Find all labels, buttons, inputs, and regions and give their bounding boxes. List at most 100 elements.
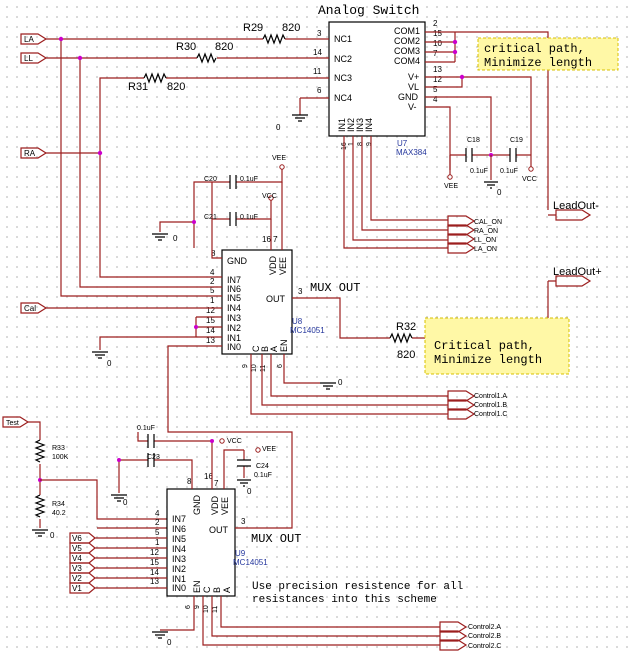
u7-pin-vl: VL: [408, 82, 419, 92]
u8-num-4: 4: [210, 268, 215, 277]
u7-body: [328, 21, 426, 137]
u7-pin-in3: IN3: [355, 118, 365, 132]
u7-num-1: 1: [348, 142, 355, 146]
wire-u8-in0-to-u9-out: [167, 345, 293, 529]
u7-pin-nc1: NC1: [334, 34, 352, 44]
resistor-r31: [143, 72, 167, 84]
input-port-test: Test: [2, 416, 30, 428]
wire-ra-r31: [46, 77, 329, 154]
ground-symbol-c21: [152, 233, 168, 241]
c20-label: C20: [204, 176, 217, 183]
control2-port-b: Control2.B: [439, 630, 501, 642]
vee-u8-label: VEE: [272, 155, 286, 162]
control2-port-c: Control2.C: [439, 639, 501, 651]
v5-label: V5: [72, 544, 82, 553]
u8-ref: U8: [292, 317, 303, 326]
svg-text:0: 0: [276, 123, 281, 132]
u9-pin-in3: IN3: [172, 554, 186, 564]
leadout-minus-port: [548, 209, 592, 221]
u7-num-7: 7: [433, 49, 438, 58]
v1-label: V1: [72, 584, 82, 593]
u9-num-6: 6: [185, 605, 192, 609]
u9-pin-in6: IN6: [172, 524, 186, 534]
svg-text:LA_ON: LA_ON: [474, 246, 497, 253]
u8-num-13: 13: [206, 336, 215, 345]
capacitor-c24: [237, 459, 251, 467]
c18-value: 0.1uF: [470, 168, 488, 175]
u9-num-4: 4: [155, 509, 160, 518]
u7-num-10: 10: [433, 39, 442, 48]
note-critical-path-2: [424, 317, 570, 375]
wire-test-divider: [28, 421, 41, 528]
leadout-minus-label: LeadOut-: [553, 200, 599, 212]
u7-num-14: 14: [313, 48, 322, 57]
r33-value: 100K: [52, 454, 69, 461]
wire-nc4-gnd: [299, 97, 329, 115]
u9-num-out: 3: [241, 517, 246, 526]
u8-pin-out: OUT: [266, 294, 286, 304]
vcc-u9-label: VCC: [227, 438, 242, 445]
svg-text:Control2.B: Control2.B: [468, 633, 501, 640]
ground-symbol-u8-en: [320, 382, 336, 390]
svg-text:Control1.A: Control1.A: [474, 393, 507, 400]
c21-label: C21: [204, 214, 217, 221]
input-ll-label: LL: [24, 54, 33, 63]
resistor-r32: [389, 332, 413, 344]
svg-text:Control2.C: Control2.C: [468, 643, 501, 650]
note-critical-1-line1: critical path,: [484, 42, 585, 56]
u9-num-15: 15: [150, 558, 159, 567]
wire-ll-u8-in6: [79, 58, 222, 288]
u9-num-1: 1: [155, 538, 160, 547]
vcc-u9-terminal: [219, 438, 225, 444]
u7-pin-in4: IN4: [364, 118, 374, 132]
u8-part: MC14051: [290, 326, 325, 335]
u9-pin-b: B: [212, 587, 222, 593]
v2-label: V2: [72, 574, 82, 583]
capacitor-u9-vcc: [147, 434, 155, 448]
u9-num-10: 10: [203, 605, 210, 613]
u9-num-vdd: 16: [204, 472, 213, 481]
control1-port-c: Control1.C: [447, 408, 507, 420]
svg-text:Control2.A: Control2.A: [468, 624, 501, 631]
u8-num-gnd: 8: [211, 249, 216, 258]
u7-pin-gnd: GND: [398, 92, 419, 102]
r34-value: 40.2: [52, 510, 66, 517]
u9-mux-out-label: MUX OUT: [251, 532, 301, 546]
ground-symbol-c18: [484, 181, 498, 189]
capacitor-c18: [465, 148, 473, 162]
u8-pin-in5: IN5: [227, 293, 241, 303]
ground-symbol-c24: [237, 479, 251, 487]
u9-pin-in4: IN4: [172, 544, 186, 554]
leadout-plus-label: LeadOut+: [553, 266, 602, 278]
u7-pin-nc2: NC2: [334, 54, 352, 64]
c19-label: C19: [510, 137, 523, 144]
u9-num-12: 12: [150, 548, 159, 557]
capacitor-c23: [147, 453, 155, 467]
v3-label: V3: [72, 564, 82, 573]
control-port-la-on: LA_ON: [447, 242, 497, 254]
wire-u9-power: [118, 432, 244, 493]
control1-port-a: Control1.A: [447, 390, 507, 402]
u8-pin-vee: VEE: [278, 257, 288, 275]
note-precision-line1: Use precision resistence for all: [252, 581, 463, 593]
ground-u9-en-label: 0: [167, 638, 172, 647]
u9-num-2: 2: [155, 518, 160, 527]
u9-body: [166, 488, 236, 597]
svg-text:Control1.B: Control1.B: [474, 402, 507, 409]
u8-body: [221, 249, 293, 355]
u9-num-13: 13: [150, 577, 159, 586]
wire-u7-controls: [343, 136, 448, 249]
ground-u8-in-label: 0: [107, 359, 112, 368]
note-critical-2-line2: Minimize length: [434, 353, 542, 367]
u8-pin-in7: IN7: [227, 275, 241, 285]
u8-num-vee: 7: [273, 235, 278, 244]
wire-u8-controls: [250, 354, 448, 415]
u8-pin-in6: IN6: [227, 284, 241, 294]
note-precision-line2: resistances into this scheme: [252, 594, 437, 606]
resistor-r29: [262, 33, 286, 45]
u8-num-10: 10: [251, 364, 258, 372]
u9-pin-in7: IN7: [172, 514, 186, 524]
u8-pin-in2: IN2: [227, 323, 241, 333]
u8-pin-c: C: [251, 345, 261, 352]
